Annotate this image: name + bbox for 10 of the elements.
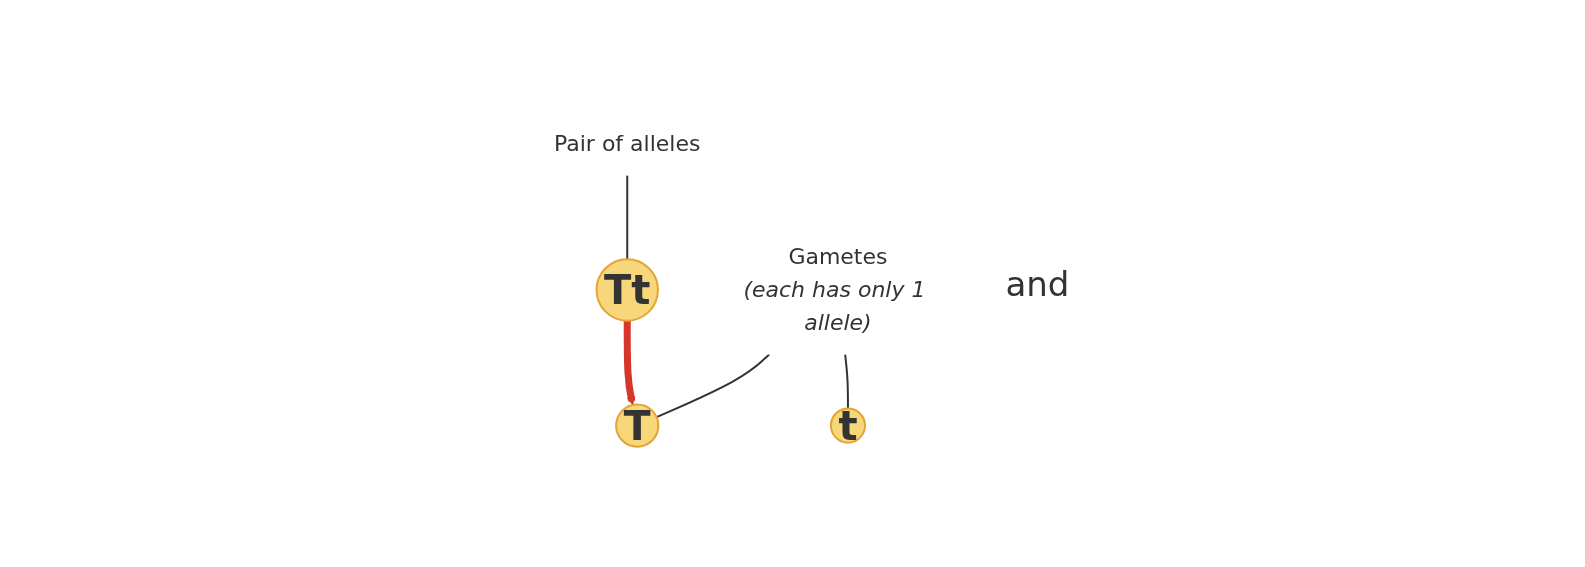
label-text: and [1005,263,1070,304]
connector [655,352,770,418]
node-circle: T [614,402,659,448]
node-text: Pair of alleles [553,130,701,156]
node-circle: Tt [595,257,659,322]
arrow [623,320,635,405]
connector [625,173,628,260]
node-text: Gametes (each has only 1 allele) [742,243,926,335]
connector [843,352,849,409]
node-circle: t [829,407,866,444]
